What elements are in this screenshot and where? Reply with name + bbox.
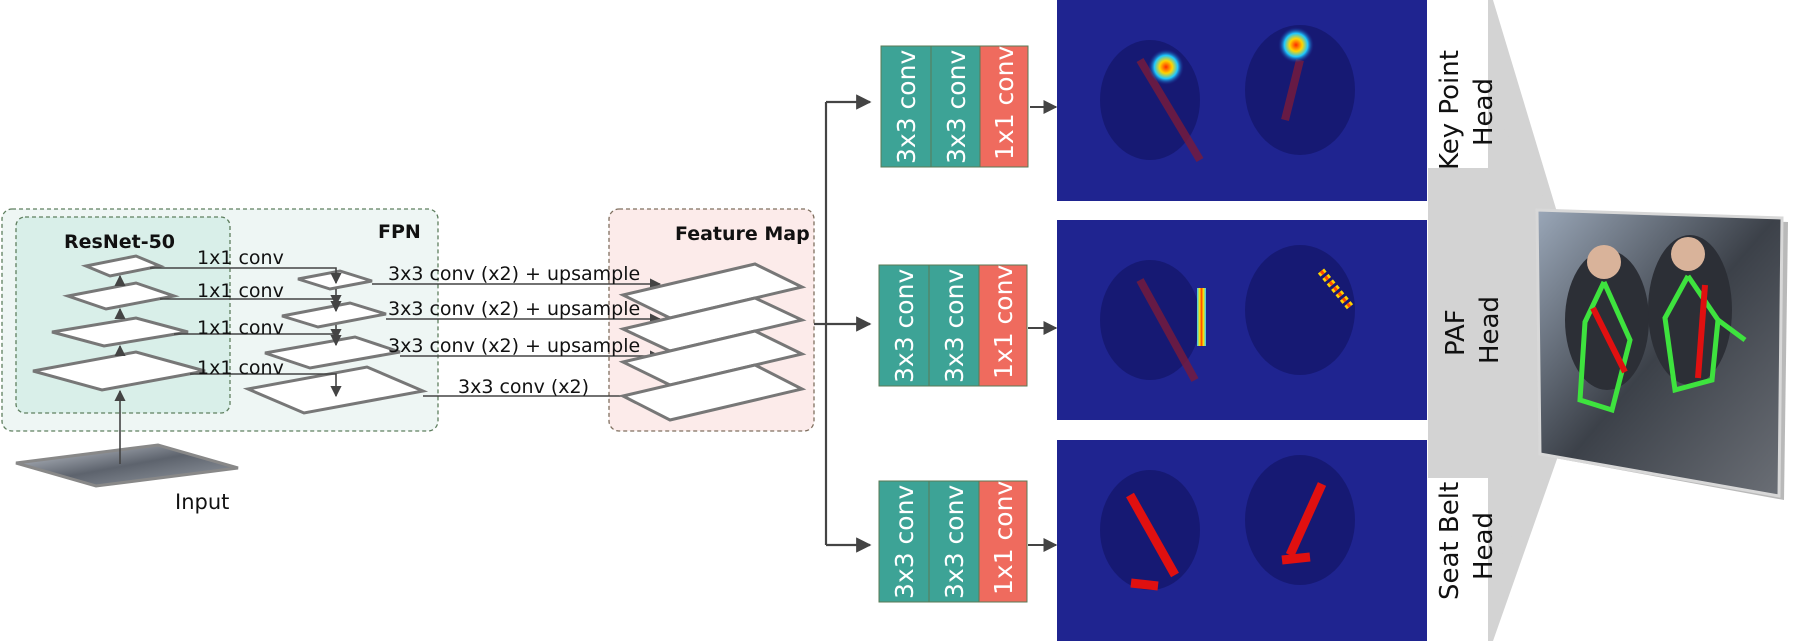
head-seatbelt-blocks: 3x3 conv 3x3 conv 1x1 conv — [878, 480, 1028, 603]
backbone-planes — [32, 254, 206, 392]
lateral-conv-label-4: 1x1 conv — [197, 357, 284, 379]
kp-block-3: 1x1 conv — [990, 46, 1019, 160]
feature-map-title: Feature Map — [675, 223, 810, 245]
fpn-title: FPN — [378, 221, 421, 243]
keypoint-heatmap-panel — [1057, 0, 1427, 201]
head-name-paf-line2: Head — [1475, 296, 1505, 364]
output-image — [1535, 208, 1788, 500]
input-image-plane — [15, 443, 239, 488]
paf-block-2: 3x3 conv — [940, 269, 969, 383]
branch-arrows — [814, 94, 872, 553]
kp-block-1: 3x3 conv — [892, 50, 921, 164]
sb-block-2: 3x3 conv — [940, 485, 969, 599]
paf-block-1: 3x3 conv — [890, 269, 919, 383]
lateral-conv-label-3: 1x1 conv — [197, 317, 284, 339]
paf-heatmap-panel — [1057, 220, 1427, 420]
seatbelt-heatmap-panel — [1057, 440, 1427, 641]
fpn-output-label-4: 3x3 conv (x2) — [458, 376, 589, 398]
head-name-seatbelt-line1: Seat Belt — [1435, 482, 1465, 600]
resnet-title: ResNet-50 — [64, 231, 175, 253]
head-paf-blocks: 3x3 conv 3x3 conv 1x1 conv — [878, 264, 1028, 387]
fpn-output-label-1: 3x3 conv (x2) + upsample — [388, 263, 640, 285]
paf-block-3: 1x1 conv — [989, 265, 1018, 379]
head-keypoint-blocks: 3x3 conv 3x3 conv 1x1 conv — [880, 45, 1029, 168]
head-name-keypoint-line1: Key Point — [1435, 50, 1465, 170]
input-label: Input — [175, 490, 229, 514]
sb-block-1: 3x3 conv — [890, 485, 919, 599]
head-name-seatbelt-line2: Head — [1469, 512, 1499, 580]
fpn-output-label-2: 3x3 conv (x2) + upsample — [388, 298, 640, 320]
lateral-conv-label-1: 1x1 conv — [197, 247, 284, 269]
kp-block-2: 3x3 conv — [942, 50, 971, 164]
feature-map-planes — [618, 262, 807, 422]
head-name-paf-line1: PAF — [1441, 309, 1471, 356]
sb-block-3: 1x1 conv — [989, 481, 1018, 595]
fpn-output-label-3: 3x3 conv (x2) + upsample — [388, 335, 640, 357]
lateral-conv-label-2: 1x1 conv — [197, 280, 284, 302]
head-name-keypoint-line2: Head — [1469, 78, 1499, 146]
